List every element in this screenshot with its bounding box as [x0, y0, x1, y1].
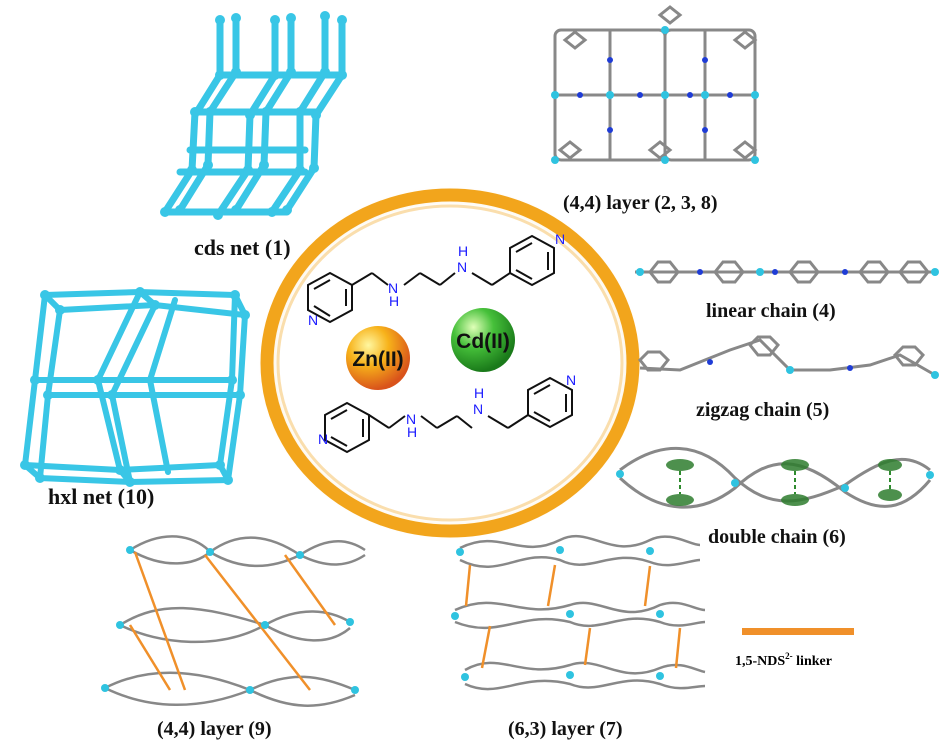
- atom-h: H: [407, 424, 417, 440]
- hxl-net-graphic: [21, 288, 249, 486]
- caption-double-chain: double chain (6): [708, 526, 846, 548]
- atom-n: N: [457, 259, 467, 275]
- layer-63-graphic: [454, 534, 706, 691]
- layer-63-linkers: [464, 564, 682, 669]
- double-chain-metal-nodes: [616, 470, 934, 492]
- double-chain-hbonds: [679, 471, 891, 494]
- double-chain-rings: [666, 459, 902, 506]
- layer-44-bottom-graphic: [104, 535, 366, 707]
- cds-net-nodes: [160, 11, 347, 220]
- layer-44-bottom-nodes: [101, 546, 359, 694]
- atom-n: N: [555, 231, 565, 247]
- caption-hxl-net: hxl net (10): [48, 484, 155, 509]
- atom-n: N: [406, 411, 416, 427]
- zn-sphere: Zn(II): [346, 326, 410, 390]
- layer-44-top-nodes: [551, 26, 759, 164]
- cd-label: Cd(II): [456, 330, 510, 353]
- atom-h: H: [458, 243, 468, 259]
- legend-label: 1,5-NDS2- linker: [735, 651, 832, 669]
- layer-44-top-graphic: [553, 5, 758, 162]
- caption-zigzag-chain: zigzag chain (5): [696, 399, 830, 421]
- hxl-net-nodes: [20, 287, 250, 487]
- zn-label: Zn(II): [352, 348, 403, 371]
- cd-sphere: Cd(II): [451, 308, 515, 372]
- linear-chain-graphic: [635, 260, 935, 284]
- caption-layer-63: (6,3) layer (7): [508, 718, 623, 740]
- atom-n: N: [473, 401, 483, 417]
- zigzag-chain-atoms: [707, 359, 939, 379]
- layer-63-nodes: [451, 546, 664, 681]
- atom-h: H: [474, 385, 484, 401]
- caption-layer-44-bottom: (4,4) layer (9): [157, 718, 272, 740]
- atom-n: N: [318, 431, 328, 447]
- caption-layer-44-top: (4,4) layer (2, 3, 8): [563, 192, 718, 214]
- atom-n: N: [566, 372, 576, 388]
- layer-44-bottom-linkers: [128, 551, 337, 691]
- layer-44-top-n-atoms: [577, 57, 733, 133]
- ligand-4-pyridyl: [324, 376, 573, 454]
- ligand-3-pyridyl: [307, 234, 555, 324]
- ligand-4-pyridyl-atoms: N N H H N N: [318, 372, 576, 447]
- caption-linear-chain: linear chain (4): [706, 300, 836, 322]
- ligand-3-pyridyl-atoms: N N H H N N: [308, 231, 565, 328]
- caption-cds-net: cds net (1): [194, 235, 291, 260]
- central-ring: [258, 186, 642, 540]
- linear-chain-atoms: [636, 268, 939, 276]
- atom-n: N: [388, 280, 398, 296]
- atom-h: H: [389, 293, 399, 309]
- legend-linker-bar: [742, 628, 854, 635]
- atom-n: N: [308, 312, 318, 328]
